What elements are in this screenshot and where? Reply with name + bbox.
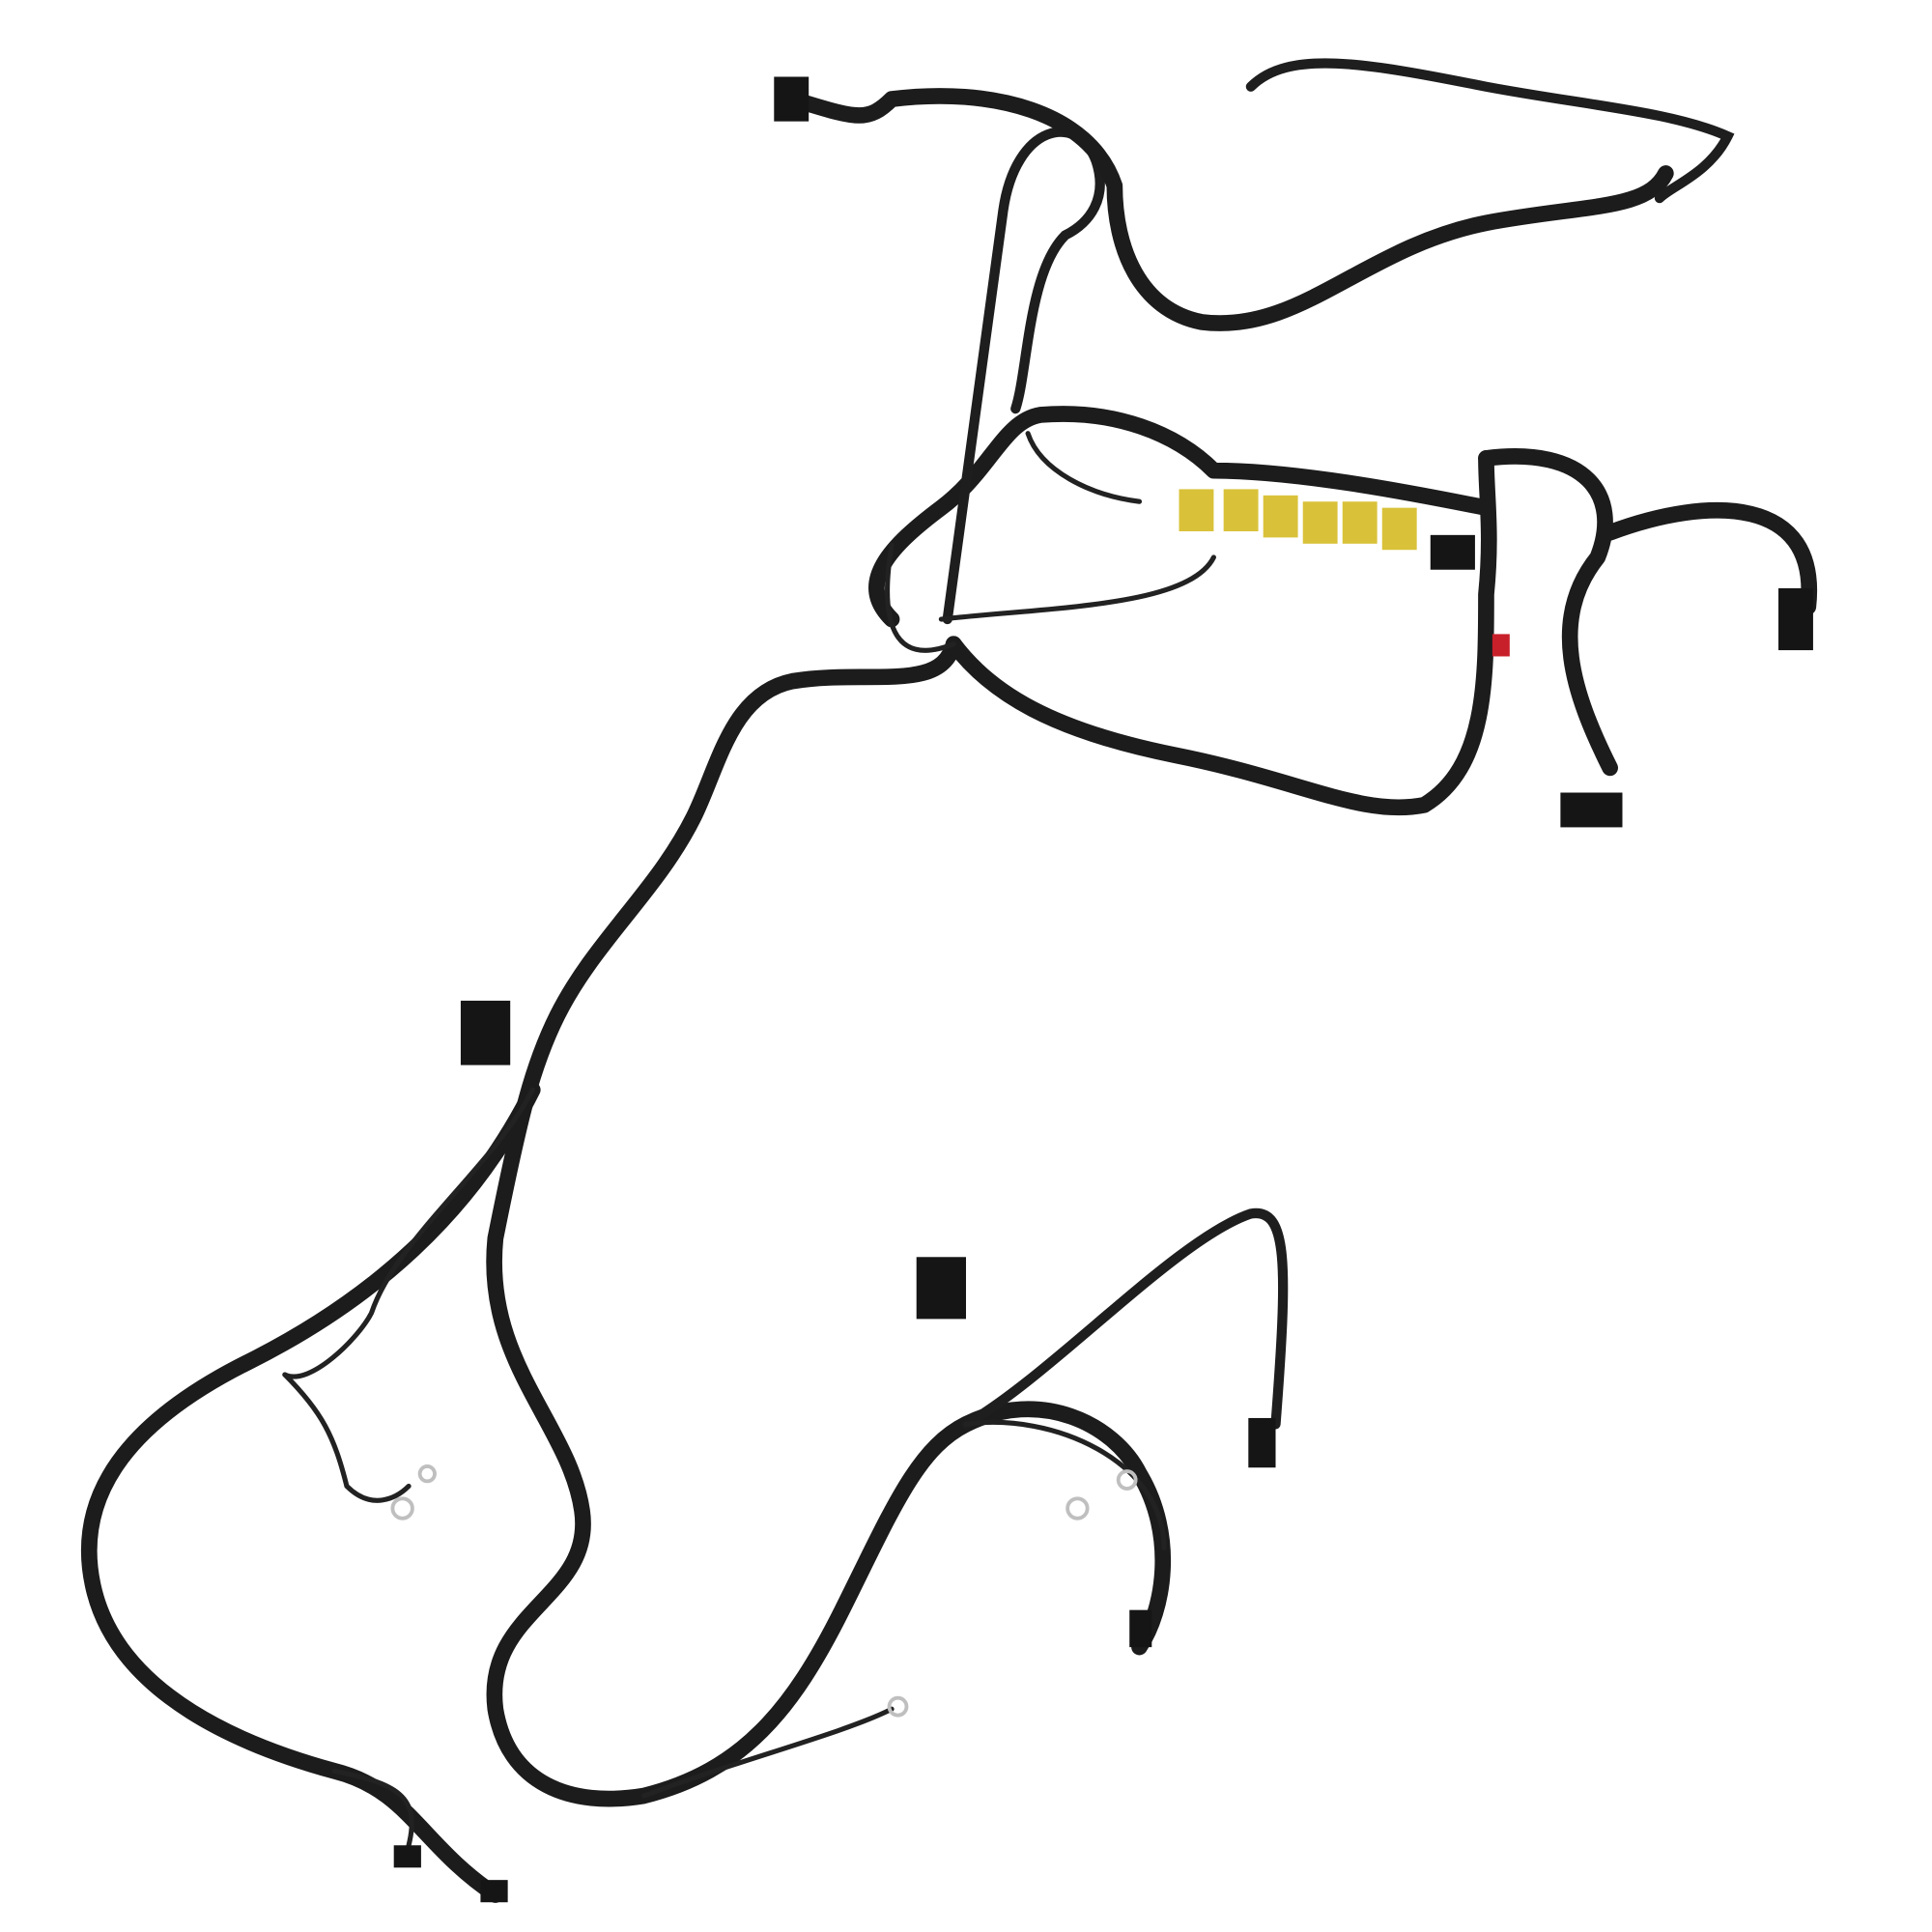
main-trunk-cable (81, 58, 1818, 1903)
ring-terminals (390, 1464, 1138, 1718)
fuse-block (1179, 489, 1417, 551)
connectors (393, 76, 1813, 1903)
